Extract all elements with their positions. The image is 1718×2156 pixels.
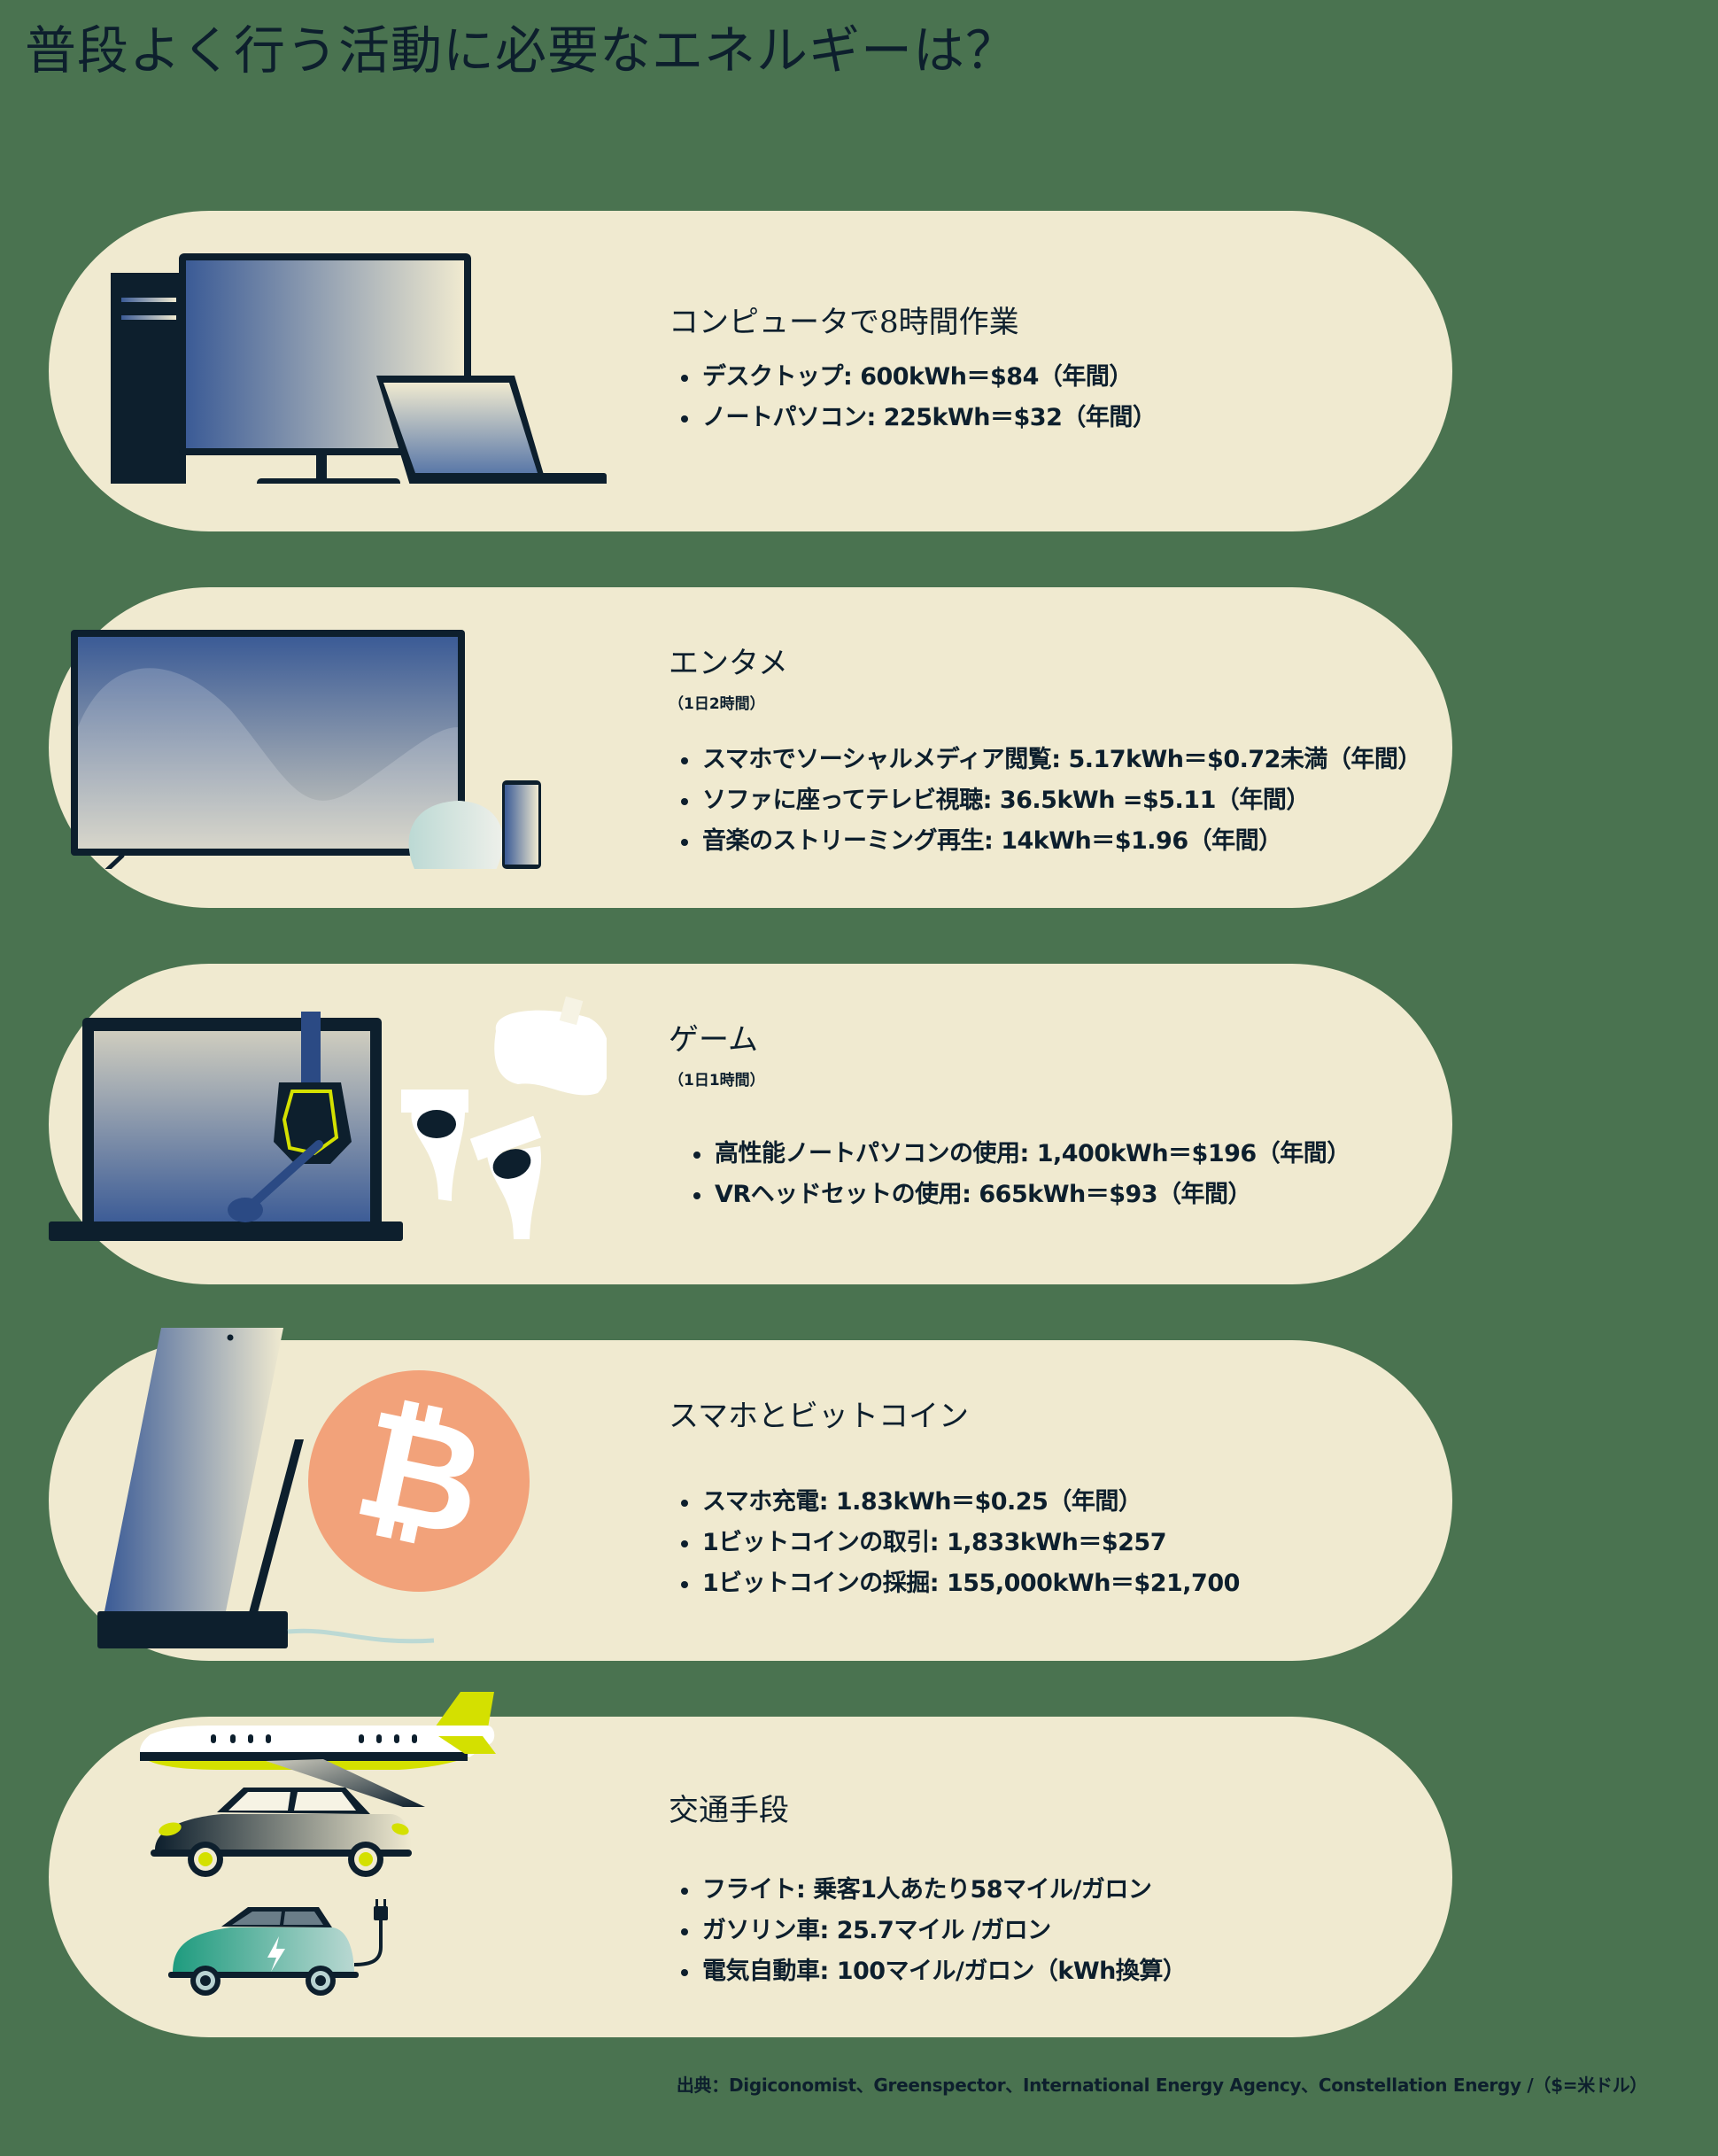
plane-car-ev-icon [140,1692,496,1996]
list-item: ガソリン車: 25.7マイル /ガロン [680,1911,1186,1951]
list-item: 電気自動車: 100マイル/ガロン（kWh換算） [680,1951,1187,1992]
section-items: スマホ充電: 1.83kWh＝$0.25（年間） 1ビットコインの取引: 1,8… [669,1482,1240,1604]
section-subnote: （1日2時間） [669,695,765,713]
list-item: フライト: 乗客1人あたり58マイル/ガロン [680,1870,1186,1911]
section-card-gaming: ゲーム （1日1時間） 高性能ノートパソコンの使用: 1,400kWh＝$196… [49,964,1452,1284]
section-items: デスクトップ: 600kWh＝$84（年間） ノートパソコン: 225kWh＝$… [669,357,1157,438]
section-items: 高性能ノートパソコンの使用: 1,400kWh＝$196（年間） VRヘッドセッ… [669,1134,1350,1215]
section-heading: ゲーム [669,1022,758,1058]
list-item: VRヘッドセットの使用: 665kWh＝$93（年間） [693,1175,1350,1215]
desktop-laptop-icon [111,253,607,484]
gaming-laptop-headset-vr-icon [49,996,607,1241]
source-citation: 出典：Digiconomist、Greenspector、Internation… [676,2075,1647,2096]
section-card-phone-bitcoin: ₿ スマホとビットコイン スマホ充電: 1.83kWh＝$0.25（年間） 1ビ… [49,1328,1452,1661]
list-item: ソファに座ってテレビ視聴: 36.5kWh =$5.11（年間） [681,780,1421,821]
section-heading: コンピュータで8時間作業 [669,305,1019,340]
page-title: 普段よく行う活動に必要なエネルギーは？ [25,20,1018,81]
section-heading: 交通手段 [669,1793,789,1828]
section-heading: エンタメ [669,646,788,681]
section-items: フライト: 乗客1人あたり58マイル/ガロン ガソリン車: 25.7マイル /ガ… [669,1870,1187,1992]
section-subnote: （1日1時間） [669,1072,765,1090]
section-card-computer: コンピュータで8時間作業 デスクトップ: 600kWh＝$84（年間） ノートパ… [49,211,1452,531]
list-item: スマホでソーシャルメディア閲覧: 5.17kWh＝$0.72未満（年間） [681,740,1421,780]
section-card-transport: 交通手段 フライト: 乗客1人あたり58マイル/ガロン ガソリン車: 25.7マ… [49,1692,1452,2037]
list-item: デスクトップ: 600kWh＝$84（年間） [680,357,1156,398]
tv-speaker-phone-icon [71,630,541,869]
section-card-entertainment: エンタメ （1日2時間） スマホでソーシャルメディア閲覧: 5.17kWh＝$0… [49,587,1452,908]
list-item: スマホ充電: 1.83kWh＝$0.25（年間） [681,1482,1240,1523]
list-item: ノートパソコン: 225kWh＝$32（年間） [680,398,1157,438]
phone-charger-bitcoin-icon: ₿ [97,1328,530,1648]
list-item: 1ビットコインの取引: 1,833kWh＝$257 [681,1523,1240,1563]
list-item: 1ビットコインの採掘: 155,000kWh＝$21,700 [681,1563,1240,1604]
list-item: 音楽のストリーミング再生: 14kWh＝$1.96（年間） [681,821,1421,862]
section-heading: スマホとビットコイン [669,1399,969,1434]
section-items: スマホでソーシャルメディア閲覧: 5.17kWh＝$0.72未満（年間） ソファ… [669,740,1421,862]
list-item: 高性能ノートパソコンの使用: 1,400kWh＝$196（年間） [693,1134,1350,1175]
